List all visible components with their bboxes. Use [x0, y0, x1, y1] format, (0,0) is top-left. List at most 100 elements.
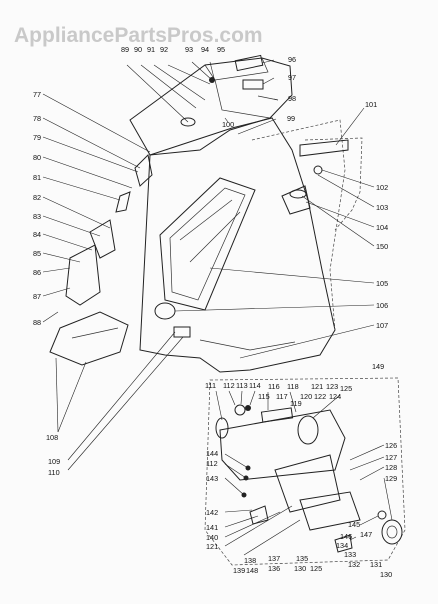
part-150 [289, 189, 307, 199]
fastener-106 [154, 302, 176, 320]
callout-134: 134 [336, 541, 348, 550]
part-81 [115, 191, 131, 213]
end-cap-111 [215, 417, 229, 439]
callout-141: 141 [206, 523, 218, 532]
callout-102: 102 [376, 183, 388, 192]
plate-136 [299, 491, 361, 531]
nozzle-outline [204, 377, 406, 566]
callout-146: 146 [340, 532, 352, 541]
callout-135: 135 [296, 554, 308, 563]
callout-130-a: 130 [294, 564, 306, 573]
nozzle-assembly [204, 377, 406, 566]
callout-149: 149 [372, 362, 384, 371]
leader-lines [42, 59, 393, 556]
callout-147: 147 [360, 530, 372, 539]
callout-79: 79 [33, 133, 41, 142]
callout-136: 136 [268, 564, 280, 573]
callout-108: 108 [46, 433, 58, 442]
callout-87: 87 [33, 292, 41, 301]
wheel-129 [381, 519, 403, 545]
handle-cover-assembly [129, 54, 293, 156]
callout-84: 84 [33, 230, 41, 239]
part-103 [313, 165, 323, 175]
callout-138: 138 [244, 556, 256, 565]
callout-99: 99 [287, 114, 295, 123]
callout-100: 100 [222, 120, 234, 129]
grip-inner-line [169, 187, 246, 301]
callout-93: 93 [185, 45, 193, 54]
part-132 [334, 534, 353, 553]
part-80 [134, 153, 153, 187]
callout-92: 92 [160, 45, 168, 54]
callout-121-lower: 121 [206, 542, 218, 551]
cover-face-line [214, 79, 271, 119]
callout-90: 90 [134, 45, 142, 54]
shaft-117 [260, 407, 294, 423]
callout-139: 139 [233, 566, 245, 575]
agitator-housing [219, 409, 346, 481]
callout-143: 143 [206, 474, 218, 483]
part-108-base [49, 311, 129, 366]
callout-137: 137 [268, 554, 280, 563]
callout-107: 107 [376, 321, 388, 330]
callout-110: 110 [48, 468, 60, 477]
callout-112-lower: 112 [206, 459, 218, 468]
callout-96: 96 [288, 55, 296, 64]
part-104 [281, 185, 311, 215]
main-body [139, 117, 346, 373]
body-bottom-edge [199, 339, 296, 351]
callout-130-b: 130 [380, 570, 392, 579]
callout-116: 116 [268, 382, 280, 391]
part-147 [377, 510, 387, 520]
callout-95: 95 [217, 45, 225, 54]
part-101 [299, 139, 349, 157]
wheel-hub [386, 525, 398, 539]
callout-83: 83 [33, 212, 41, 221]
cover-fastener [180, 117, 196, 127]
callout-104: 104 [376, 223, 388, 232]
cord-hook-part [234, 54, 264, 72]
bracket-109 [173, 326, 191, 338]
watermark-text: AppliancePartsPros.com [14, 24, 263, 47]
callout-94: 94 [201, 45, 209, 54]
callout-112: 112 [223, 381, 235, 390]
callout-144: 144 [206, 449, 218, 458]
callout-125: 125 [340, 384, 352, 393]
callout-121-top: 121 [311, 382, 323, 391]
callout-118: 118 [287, 382, 299, 391]
callout-82: 82 [33, 193, 41, 202]
callout-124: 124 [329, 392, 341, 401]
part-83 [89, 219, 116, 259]
upper-cover-part [129, 57, 293, 156]
callout-88: 88 [33, 318, 41, 327]
callout-89: 89 [121, 45, 129, 54]
callout-148: 148 [246, 566, 258, 575]
callout-86: 86 [33, 268, 41, 277]
callout-105: 105 [376, 279, 388, 288]
callout-150: 150 [376, 242, 388, 251]
callout-120: 120 [300, 392, 312, 401]
callout-98: 98 [288, 94, 296, 103]
callout-125-lower: 125 [310, 564, 322, 573]
callout-97: 97 [288, 73, 296, 82]
callout-122: 122 [314, 392, 326, 401]
left-parts-assembly [49, 153, 153, 366]
callout-77: 77 [33, 90, 41, 99]
callout-132: 132 [348, 560, 360, 569]
body-housing-part [139, 117, 336, 373]
callout-101: 101 [365, 100, 377, 109]
callout-123: 123 [326, 382, 338, 391]
part-114 [245, 405, 251, 411]
callout-142: 142 [206, 508, 218, 517]
callout-119: 119 [290, 399, 302, 408]
callout-128: 128 [385, 463, 397, 472]
side-cover-assembly [281, 137, 363, 231]
callout-113: 113 [236, 381, 248, 390]
callout-81: 81 [33, 173, 41, 182]
grip-ridge-2 [189, 211, 241, 263]
callout-109: 109 [48, 457, 60, 466]
part-113 [234, 404, 246, 416]
callout-103: 103 [376, 203, 388, 212]
callout-126: 126 [385, 441, 397, 450]
